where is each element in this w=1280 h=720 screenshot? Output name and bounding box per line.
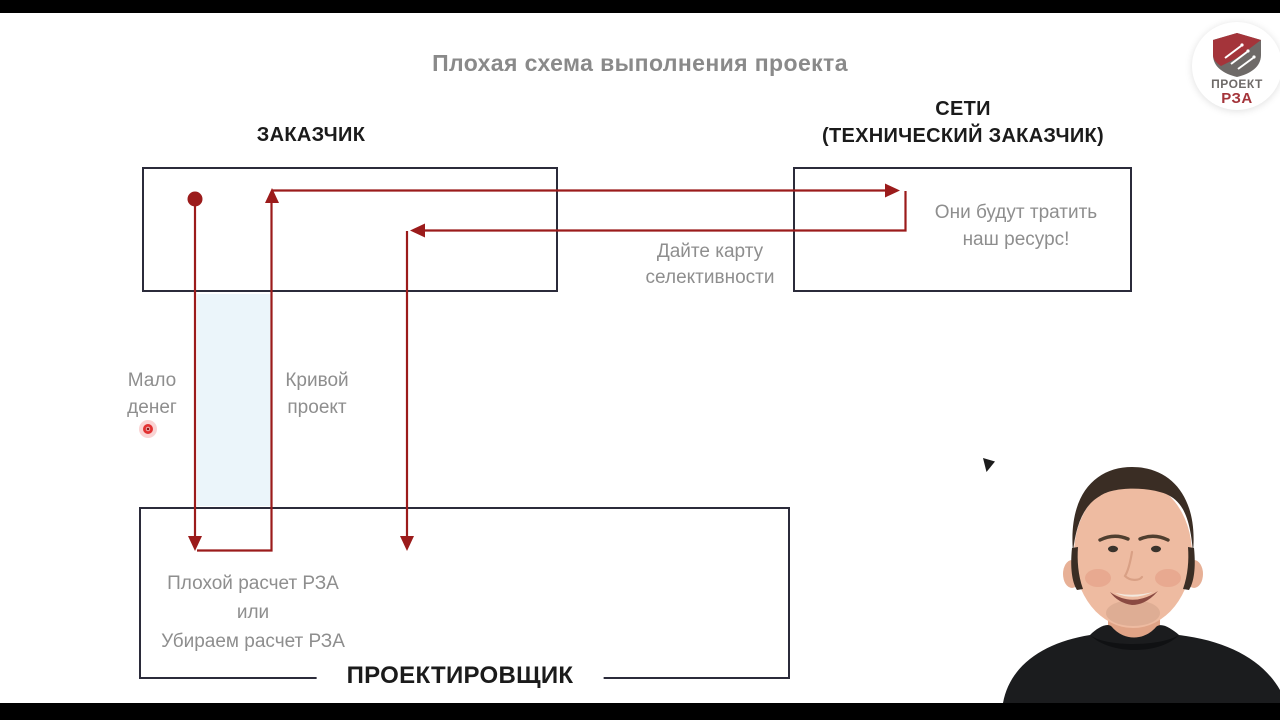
letterbox-bottom-bar bbox=[0, 703, 1280, 720]
highlight-strip bbox=[197, 294, 271, 506]
presenter-illustration bbox=[1003, 467, 1280, 703]
customer-label: ЗАКАЗЧИК bbox=[256, 124, 366, 146]
edge-money-line1: Мало bbox=[127, 370, 177, 391]
networks-note-line2: наш ресурс! bbox=[962, 229, 1070, 250]
edge-selectivity-line1: Дайте карту bbox=[656, 241, 764, 262]
logo-shield-icon bbox=[1213, 33, 1261, 77]
customer-box bbox=[142, 167, 558, 292]
edge-selectivity-line2: селективности bbox=[645, 267, 775, 288]
letterbox-top-bar bbox=[0, 0, 1280, 13]
designer-note-line1: Плохой расчет РЗА bbox=[167, 573, 339, 594]
designer-note-line3: Убираем расчет РЗА bbox=[161, 631, 345, 652]
edge-crooked-line1: Кривой bbox=[285, 370, 349, 391]
edge-label-selectivity-map: Дайте карту селективности bbox=[610, 239, 810, 291]
designer-note: Плохой расчет РЗА или Убираем расчет РЗА bbox=[142, 569, 364, 656]
designer-label: ПРОЕКТИРОВЩИК bbox=[316, 660, 604, 692]
edge-label-little-money: Мало денег bbox=[107, 367, 197, 421]
logo-text-line1: ПРОЕКТ bbox=[1211, 77, 1263, 91]
networks-note: Они будут тратить наш ресурс! bbox=[900, 199, 1132, 253]
networks-label-line1: СЕТИ bbox=[935, 98, 991, 120]
presenter-webcam bbox=[1003, 467, 1280, 703]
page-title: Плохая схема выполнения проекта bbox=[432, 50, 848, 76]
designer-note-line2: или bbox=[236, 602, 270, 623]
edge-money-line2: денег bbox=[127, 397, 177, 418]
logo-badge: ПРОЕКТ РЗА bbox=[1192, 22, 1280, 110]
edge-crooked-line2: проект bbox=[287, 397, 347, 418]
networks-label: СЕТИ (ТЕХНИЧЕСКИЙ ЗАКАЗЧИК) bbox=[763, 96, 1163, 150]
networks-note-line1: Они будут тратить bbox=[934, 202, 1098, 223]
networks-label-line2: (ТЕХНИЧЕСКИЙ ЗАКАЗЧИК) bbox=[821, 125, 1104, 147]
logo-text-line2: РЗА bbox=[1221, 90, 1253, 107]
laser-pointer-dot bbox=[139, 420, 157, 438]
edge-label-crooked-project: Кривой проект bbox=[267, 367, 367, 421]
